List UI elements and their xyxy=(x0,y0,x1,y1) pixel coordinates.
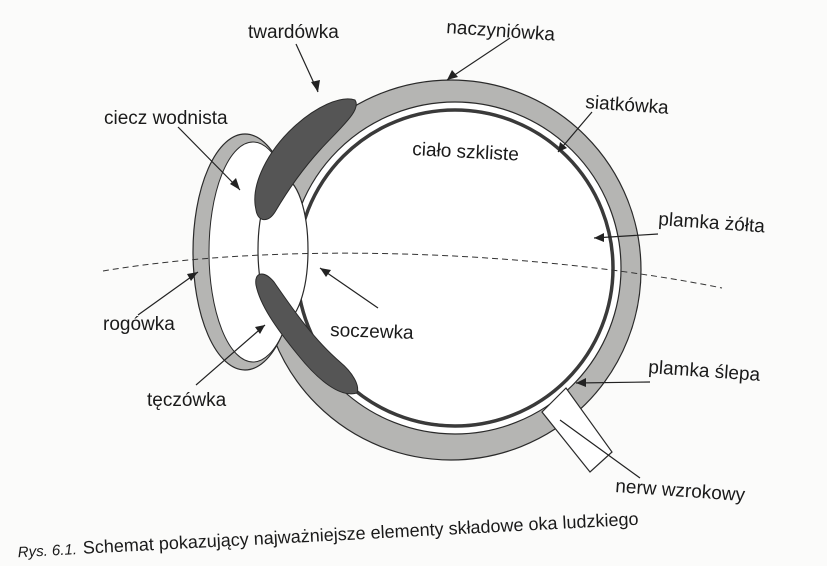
label-nerw-wzrokowy: nerw wzrokowy xyxy=(615,476,747,506)
arrow-rogowka xyxy=(187,272,198,281)
label-siatkowka: siatkówka xyxy=(585,92,670,119)
label-ciecz-wodnista: ciecz wodnista xyxy=(104,108,228,129)
leader-arrowheads xyxy=(187,70,604,387)
arrow-plamka-slepa xyxy=(576,378,586,387)
label-teczowka: tęczówka xyxy=(147,390,227,411)
leader-plamka-slepa xyxy=(575,381,651,384)
leader-ciecz xyxy=(177,126,241,191)
leader-teczowka xyxy=(195,324,266,386)
visual-axis xyxy=(102,252,723,289)
iris-upper xyxy=(254,98,357,221)
caption-body: Schemat pokazujący najważniejsze element… xyxy=(82,509,639,558)
label-plamka-slepa: plamka ślepa xyxy=(648,357,762,386)
optic-nerve xyxy=(541,387,613,473)
leader-soczewka xyxy=(319,267,379,309)
label-plamka-zolta: plamka żółta xyxy=(658,209,766,237)
leader-plamka-zolta xyxy=(593,233,659,239)
leader-naczyniowka xyxy=(446,37,511,81)
arrow-siatkowka xyxy=(558,142,567,152)
vitreous-body xyxy=(299,112,611,424)
arrow-soczewka xyxy=(320,268,331,277)
label-twardowka: twardówka xyxy=(248,22,339,43)
arrow-naczyniowka xyxy=(447,70,458,80)
iris-lower xyxy=(255,273,359,395)
arrow-ciecz xyxy=(230,178,240,190)
caption: Rys. 6.1.Schemat pokazujący najważniejsz… xyxy=(17,509,639,561)
label-soczewka: soczewka xyxy=(330,320,415,344)
leader-lines xyxy=(137,37,659,479)
leader-nerw xyxy=(559,419,641,479)
arrow-plamka-zolta xyxy=(594,233,604,242)
caption-text: Rys. 6.1.Schemat pokazujący najważniejsz… xyxy=(17,509,639,561)
caption-number: Rys. 6.1. xyxy=(17,541,77,561)
arrow-twardowka xyxy=(311,80,320,92)
leader-rogowka xyxy=(137,271,199,316)
arrow-teczowka xyxy=(255,325,265,334)
label-naczyniowka: naczyniówka xyxy=(446,17,556,46)
label-rogowka: rogówka xyxy=(103,314,175,335)
